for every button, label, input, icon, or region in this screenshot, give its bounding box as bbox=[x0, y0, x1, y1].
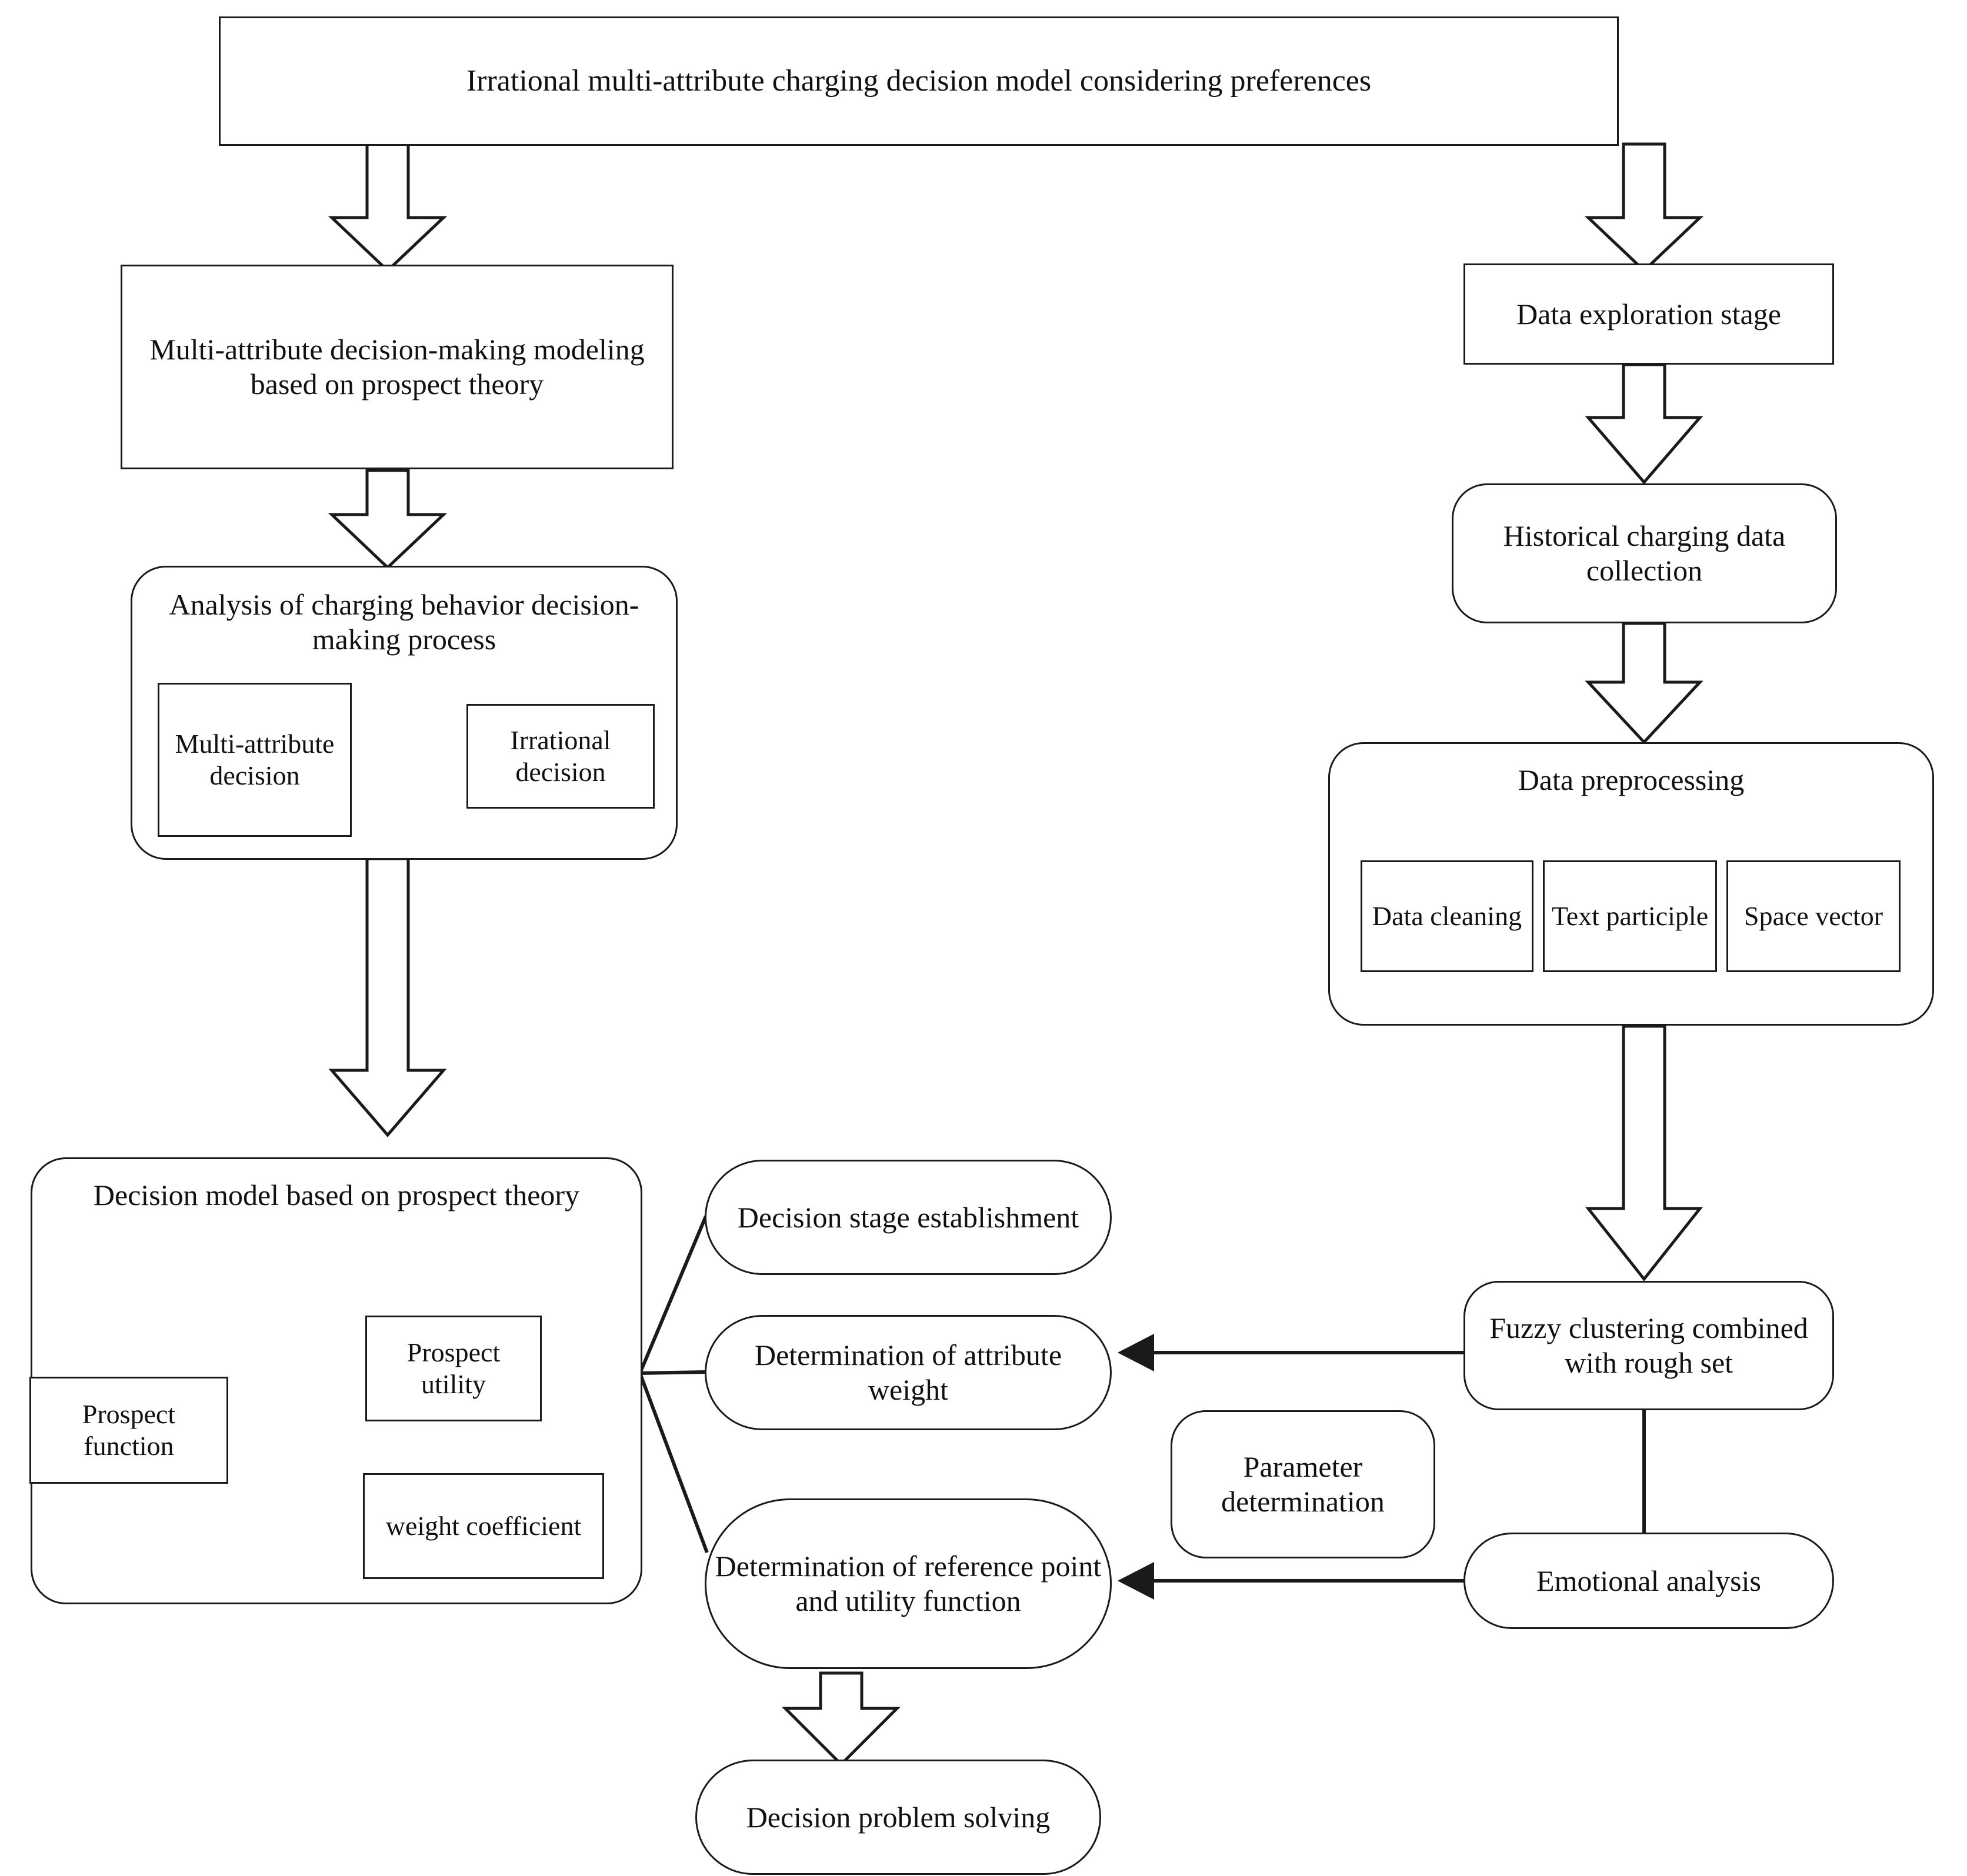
block-arrow-modeling-to-analysis bbox=[328, 469, 448, 570]
root-title-box: Irrational multi-attribute charging deci… bbox=[219, 16, 1619, 146]
node-analysis-label: Analysis of charging behavior decision-m… bbox=[169, 588, 639, 656]
node-preprocessing-item-data-cleaning-label: Data cleaning bbox=[1372, 900, 1522, 931]
node-data-collection: Historical charging data collection bbox=[1452, 483, 1837, 623]
node-preprocessing-label: Data preprocessing bbox=[1518, 763, 1745, 796]
node-parameter-determination-label: Parameter determination bbox=[1221, 1450, 1385, 1518]
node-preprocessing-item-space-vector: Space vector bbox=[1726, 860, 1901, 972]
arrow-emotional-to-reference-point bbox=[1118, 1562, 1465, 1600]
node-preprocessing-item-text-participle-label: Text participle bbox=[1551, 900, 1709, 931]
block-arrow-analysis-to-decision-model bbox=[328, 857, 447, 1137]
node-stage-establishment: Decision stage establishment bbox=[705, 1160, 1112, 1275]
block-arrow-reference-to-solving bbox=[781, 1671, 901, 1767]
node-attribute-weight: Determination of attribute weight bbox=[705, 1315, 1112, 1430]
node-parameter-determination: Parameter determination bbox=[1171, 1410, 1435, 1558]
node-modeling-label: Multi-attribute decision-making modeling… bbox=[149, 333, 645, 400]
node-fuzzy-clustering-label: Fuzzy clustering combined with rough set bbox=[1489, 1311, 1808, 1379]
line-model-to-attribute-weight bbox=[639, 1370, 706, 1375]
node-exploration-stage: Data exploration stage bbox=[1463, 263, 1834, 365]
node-problem-solving: Decision problem solving bbox=[695, 1760, 1101, 1875]
node-preprocessing-item-data-cleaning: Data cleaning bbox=[1361, 860, 1533, 972]
node-irrational-decision-label: Irrational decision bbox=[510, 725, 611, 787]
node-data-collection-label: Historical charging data collection bbox=[1503, 519, 1786, 587]
block-arrow-title-to-exploration bbox=[1584, 142, 1704, 273]
node-prospect-utility: Prospect utility bbox=[365, 1316, 542, 1421]
node-weight-coefficient-label: weight coefficient bbox=[385, 1510, 582, 1541]
block-arrow-title-to-modeling bbox=[328, 142, 448, 273]
line-model-to-stage-establishment bbox=[638, 1215, 708, 1374]
node-reference-point-label: Determination of reference point and uti… bbox=[715, 1550, 1102, 1617]
node-multi-attribute-decision: Multi-attribute decision bbox=[158, 683, 352, 837]
node-preprocessing-item-space-vector-label: Space vector bbox=[1743, 900, 1883, 931]
node-weight-coefficient: weight coefficient bbox=[363, 1473, 604, 1579]
block-arrow-collection-to-preprocessing bbox=[1585, 622, 1703, 745]
node-fuzzy-clustering: Fuzzy clustering combined with rough set bbox=[1463, 1281, 1834, 1410]
node-stage-establishment-label: Decision stage establishment bbox=[737, 1200, 1079, 1234]
node-emotional-analysis-label: Emotional analysis bbox=[1536, 1564, 1761, 1597]
node-prospect-function: Prospect function bbox=[29, 1377, 228, 1484]
node-emotional-analysis: Emotional analysis bbox=[1463, 1533, 1834, 1629]
line-model-to-reference-point bbox=[638, 1372, 709, 1554]
node-preprocessing-item-text-participle: Text participle bbox=[1543, 860, 1717, 972]
root-title-label: Irrational multi-attribute charging deci… bbox=[466, 64, 1372, 98]
block-arrow-exploration-to-collection bbox=[1585, 363, 1703, 485]
node-prospect-function-label: Prospect function bbox=[82, 1398, 176, 1461]
node-multi-attribute-decision-label: Multi-attribute decision bbox=[175, 728, 335, 790]
node-modeling: Multi-attribute decision-making modeling… bbox=[121, 265, 674, 469]
node-exploration-stage-label: Data exploration stage bbox=[1516, 297, 1781, 331]
node-decision-model-container: Decision model based on prospect theory … bbox=[29, 1157, 642, 1604]
node-analysis-container: Analysis of charging behavior decision-m… bbox=[131, 566, 678, 860]
node-prospect-utility-label: Prospect utility bbox=[406, 1337, 501, 1399]
node-problem-solving-label: Decision problem solving bbox=[746, 1800, 1051, 1834]
arrow-clustering-to-attribute-weight bbox=[1118, 1334, 1465, 1371]
node-preprocessing-container: Data preprocessing Data cleaning Text pa… bbox=[1328, 742, 1934, 1026]
node-reference-point: Determination of reference point and uti… bbox=[705, 1498, 1112, 1669]
node-decision-model-label: Decision model based on prospect theory bbox=[93, 1179, 580, 1211]
node-irrational-decision: Irrational decision bbox=[466, 704, 655, 809]
node-attribute-weight-label: Determination of attribute weight bbox=[754, 1338, 1062, 1406]
block-arrow-preprocessing-to-clustering bbox=[1585, 1024, 1703, 1282]
